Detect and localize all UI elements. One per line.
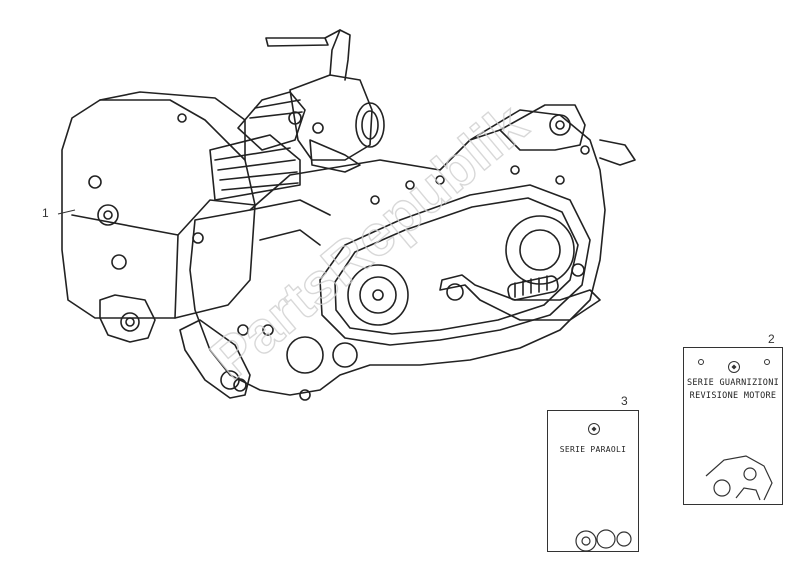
callout-3: 3 xyxy=(621,394,628,408)
gasket-drawing xyxy=(705,455,773,501)
transmission-cover xyxy=(319,184,591,346)
oil-seal-drawing xyxy=(575,529,632,552)
watermark-text: PartsRepublik xyxy=(199,91,540,392)
oil-seal-kit-title: SERIE PARAOLI xyxy=(559,445,627,454)
brand-logo-icon xyxy=(728,361,740,373)
oil-seal-kit-package: SERIE PARAOLI xyxy=(547,410,639,552)
hang-hole xyxy=(764,359,770,365)
hang-hole xyxy=(698,359,704,365)
brand-logo-icon xyxy=(588,423,600,435)
cooling-shroud xyxy=(61,99,256,319)
carburetor xyxy=(289,74,373,161)
callout-2: 2 xyxy=(768,332,775,346)
callout-1: 1 xyxy=(42,206,49,220)
gasket-kit-title-line-2: REVISIONE MOTORE xyxy=(689,391,777,401)
gasket-kit-package: SERIE GUARNIZIONI REVISIONE MOTORE xyxy=(683,347,783,505)
gasket-kit-title-line-1: SERIE GUARNIZIONI xyxy=(686,378,780,388)
kick-start-lever xyxy=(439,274,601,321)
